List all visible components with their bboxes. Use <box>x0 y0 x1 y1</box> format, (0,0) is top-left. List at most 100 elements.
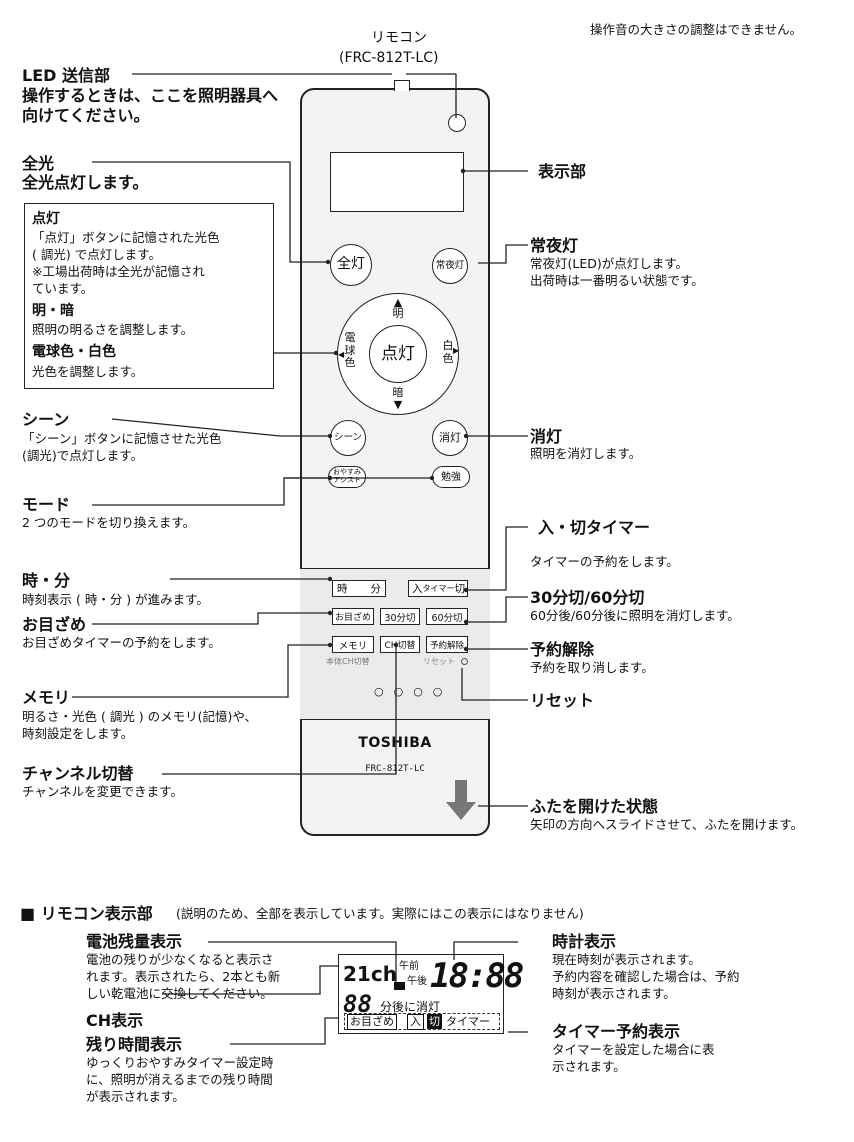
remain-desc-3: が表示されます。 <box>86 1089 185 1104</box>
box-title-1: 点灯 <box>32 211 60 227</box>
joyato-desc-1: 常夜灯(LED)が点灯します。 <box>530 256 688 271</box>
min30-button[interactable]: 30分切 <box>380 608 420 625</box>
omezame-button[interactable]: お目ざめ <box>332 608 374 625</box>
remain-desc-2: に、照明が消えるまでの残り時間 <box>86 1072 273 1087</box>
cancel-desc: 予約を取り消します。 <box>530 660 654 675</box>
oyasumi-label-1: おやすみ <box>333 468 361 477</box>
timer-display-title: タイマー予約表示 <box>552 1022 681 1041</box>
battery-desc-2: れます。表示されたら、2本とも新 <box>86 969 281 984</box>
led-title: LED 送信部 <box>22 66 110 85</box>
reset-hole[interactable] <box>461 658 468 665</box>
omezame-title: お目ざめ <box>22 615 87 634</box>
led-desc-1: 操作するときは、ここを照明器具へ <box>22 86 279 105</box>
memory-button[interactable]: メモリ <box>332 636 374 653</box>
joyato-title: 常夜灯 <box>530 236 579 255</box>
mode-desc: 2 つのモードを切り換えます。 <box>22 515 196 530</box>
oyasumi-label-2: アシスト <box>333 476 361 484</box>
memory-title: メモリ <box>22 688 71 707</box>
box-desc-6: 光色を調整します。 <box>32 364 144 379</box>
box-desc-4: ています。 <box>32 281 94 296</box>
timer-display-desc-1: タイマーを設定した場合に表 <box>552 1042 715 1057</box>
indicator-dots: ○○○○ <box>374 685 453 698</box>
timer-button[interactable]: 入 タイマー 切 <box>408 580 468 597</box>
shoto-button[interactable]: 消灯 <box>432 420 468 456</box>
channel-title: チャンネル切替 <box>22 764 134 783</box>
lcd-kiri: 切 <box>427 1014 442 1029</box>
remote-model-title: (FRC-812T-LC) <box>339 50 439 66</box>
channel-desc: チャンネルを変更できます。 <box>22 784 183 799</box>
jifun-button[interactable]: 時 分 <box>332 580 386 597</box>
battery-title: 電池残量表示 <box>86 932 183 951</box>
section-title: ■ リモコン表示部 <box>20 904 153 923</box>
ch-title: CH表示 <box>86 1011 144 1030</box>
left-arrow-icon: ◀ <box>338 350 345 359</box>
remote-body: 全灯 常夜灯 ▲明 暗▼ 電 球 色 ◀ 白 色 ▶ 点灯 シーン 消灯 おやす… <box>300 80 490 836</box>
timer-desc: タイマーの予約をします。 <box>530 554 679 569</box>
reset-title: リセット <box>530 691 595 710</box>
lcd-panel <box>338 954 504 1034</box>
mei-label: 明 <box>392 307 404 320</box>
an-label: 暗 <box>392 386 404 399</box>
model-label: FRC-812T-LC <box>365 764 425 774</box>
lcd-omezame: お目ざめ <box>347 1014 397 1030</box>
memory-desc-1: 明るさ・光色 ( 調光 ) のメモリ(記憶)や、 <box>22 709 258 724</box>
yoyaku-button[interactable]: 予約解除 <box>426 636 468 653</box>
scene-desc-1: 「シーン」ボタンに記憶させた光色 <box>22 431 222 446</box>
kiri-label: 切 <box>454 583 466 595</box>
zento-button[interactable]: 全灯 <box>330 244 372 286</box>
box-desc-1: 「点灯」ボタンに記憶された光色 <box>32 230 220 245</box>
clock-desc-2: 予約内容を確認した場合は、予約 <box>552 969 740 984</box>
display-title: 表示部 <box>538 162 587 181</box>
min60-button[interactable]: 60分切 <box>426 608 468 625</box>
clock-desc-3: 時刻が表示されます。 <box>552 986 676 1001</box>
tento-button[interactable]: 点灯 <box>369 325 427 383</box>
led-emitter <box>394 80 410 91</box>
joyato-desc-2: 出荷時は一番明るい状態です。 <box>530 273 704 288</box>
zenko-desc: 全光点灯します。 <box>22 173 149 192</box>
slide-arrow-icon <box>446 780 476 824</box>
scene-desc-2: (調光)で点灯します。 <box>22 448 144 463</box>
battery-desc-1: 電池の残りが少なくなると表示さ <box>86 952 274 967</box>
shoto-desc: 照明を消灯します。 <box>530 446 642 461</box>
remote-title: リモコン <box>371 30 427 46</box>
display-window <box>330 152 464 212</box>
memory-desc-2: 時刻設定をします。 <box>22 726 134 741</box>
cancel-title: 予約解除 <box>530 640 595 659</box>
omezame-desc: お目ざめタイマーの予約をします。 <box>22 635 221 650</box>
zenko-title: 全光 <box>22 154 55 173</box>
lcd-iri: 入 <box>407 1014 424 1030</box>
min-desc: 60分後/60分後に照明を消灯します。 <box>530 608 740 623</box>
remain-title: 残り時間表示 <box>86 1035 183 1054</box>
lcd-pm: 午後 <box>407 976 427 987</box>
lcd-timer: タイマー <box>446 1015 490 1028</box>
ch-button[interactable]: CH切替 <box>380 636 420 653</box>
hakushoku-button[interactable]: 白 色 <box>442 339 454 365</box>
timer-title: 入・切タイマー <box>538 518 651 537</box>
lcd-timer-row: お目ざめ 入 切 タイマー <box>344 1013 500 1030</box>
min-title: 30分切/60分切 <box>530 588 645 607</box>
left-info-box <box>24 203 274 389</box>
lid-desc: 矢印の方向へスライドさせて、ふたを開けます。 <box>530 817 804 832</box>
box-title-3: 電球色・白色 <box>32 344 116 360</box>
section-note: (説明のため、全部を表示しています。実際にはこの表示にはなりません) <box>176 906 584 921</box>
remain-desc-1: ゆっくりおやすみタイマー設定時 <box>86 1055 274 1070</box>
timer-display-desc-2: 示されます。 <box>552 1059 626 1074</box>
led-sensor <box>448 114 466 132</box>
denkyu-button[interactable]: 電 球 色 <box>344 331 356 370</box>
box-desc-3: ※工場出荷時は全光が記憶され <box>32 264 205 279</box>
ji-label: 時 <box>337 583 348 595</box>
mei-up-label[interactable]: ▲明 <box>392 296 404 320</box>
honbody-ch-label: 本体CH切替 <box>326 657 370 666</box>
brand-logo: TOSHIBA <box>358 735 432 751</box>
jifun-desc: 時刻表示 ( 時・分 ) が進みます。 <box>22 592 209 607</box>
lcd-remain-unit: 分後に消灯 <box>380 1000 441 1014</box>
joyato-button[interactable]: 常夜灯 <box>432 248 468 284</box>
right-arrow-icon: ▶ <box>453 346 460 355</box>
iri-label: 入 <box>412 583 423 595</box>
box-desc-2: ( 調光) で点灯します。 <box>32 247 161 262</box>
box-desc-5: 照明の明るさを調整します。 <box>32 322 194 337</box>
jifun-title: 時・分 <box>22 571 71 590</box>
led-desc-2: 向けてください。 <box>22 106 150 125</box>
an-down-label[interactable]: 暗▼ <box>392 386 404 411</box>
